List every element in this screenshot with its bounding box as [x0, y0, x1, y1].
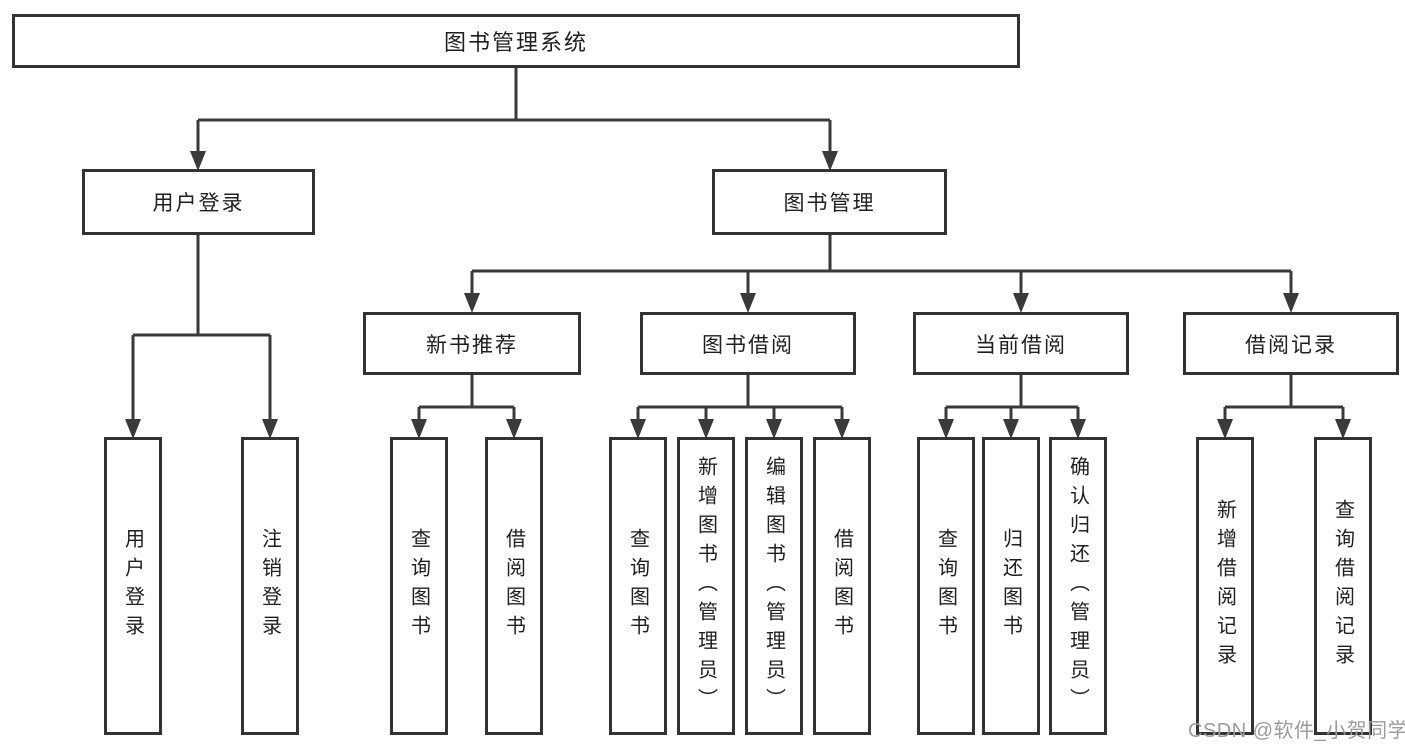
node-label: 新增图书（管理员）: [694, 455, 717, 717]
node-label: 查询图书: [934, 528, 957, 644]
node-label: 确认归还（管理员）: [1066, 455, 1089, 717]
node-label: 图书借阅: [702, 333, 794, 357]
leaf-record-add: 新增借阅记录: [1196, 437, 1254, 735]
node-label: 查询图书: [407, 528, 430, 644]
leaf-borrow-add-admin: 新增图书（管理员）: [677, 437, 735, 735]
node-label: 借阅图书: [502, 528, 525, 644]
node-label: 图书管理系统: [443, 30, 588, 55]
leaf-current-query: 查询图书: [917, 437, 975, 735]
connector-book-mgmt-to-level3: [464, 235, 1299, 313]
node-label: 新增借阅记录: [1213, 499, 1236, 673]
leaf-current-confirm-admin: 确认归还（管理员）: [1049, 437, 1107, 735]
connector-current-borrow-to-leaves: [938, 375, 1086, 439]
node-book-management: 图书管理: [712, 169, 947, 235]
node-label: 编辑图书（管理员）: [762, 455, 785, 717]
leaf-user-login: 用户登录: [104, 437, 162, 735]
watermark: CSDN @软件_小贺同学: [1188, 720, 1405, 742]
leaf-logout: 注销登录: [241, 437, 299, 735]
node-label: 借阅图书: [830, 528, 853, 644]
node-current-borrow: 当前借阅: [913, 312, 1129, 375]
node-borrow-record: 借阅记录: [1183, 312, 1399, 375]
connector-new-book-to-leaves: [411, 375, 522, 439]
node-label: 图书管理: [783, 192, 876, 215]
node-label: 借阅记录: [1245, 333, 1337, 357]
connector-book-borrow-to-leaves: [630, 375, 850, 439]
connector-user-login-to-leaves: [125, 235, 278, 439]
node-label: 用户登录: [152, 192, 245, 215]
leaf-borrow-book: 借阅图书: [813, 437, 871, 735]
node-label: 查询图书: [626, 528, 649, 644]
node-book-borrow: 图书借阅: [640, 312, 856, 375]
node-label: 注销登录: [258, 528, 281, 644]
node-label: 新书推荐: [426, 333, 518, 357]
connector-root-to-level2: [190, 68, 838, 171]
node-new-book-recommend: 新书推荐: [363, 312, 581, 375]
node-root-system: 图书管理系统: [12, 14, 1020, 68]
leaf-borrow-query: 查询图书: [609, 437, 667, 735]
node-user-login: 用户登录: [82, 169, 315, 235]
node-label: 归还图书: [999, 528, 1022, 644]
leaf-current-return: 归还图书: [982, 437, 1040, 735]
leaf-record-query: 查询借阅记录: [1314, 437, 1372, 735]
leaf-borrow-edit-admin: 编辑图书（管理员）: [745, 437, 803, 735]
leaf-newbook-borrow: 借阅图书: [485, 437, 543, 735]
node-label: 查询借阅记录: [1331, 499, 1354, 673]
connector-borrow-record-to-leaves: [1217, 375, 1351, 439]
node-label: 当前借阅: [975, 333, 1067, 357]
node-label: 用户登录: [121, 528, 144, 644]
leaf-newbook-query: 查询图书: [390, 437, 448, 735]
